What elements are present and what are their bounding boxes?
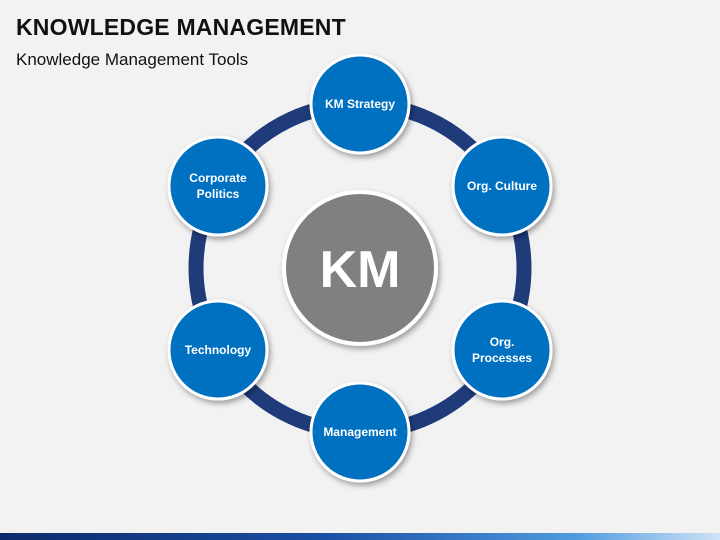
center-circle: KM <box>282 190 438 346</box>
node-circle <box>451 299 553 401</box>
node-label: Processes <box>472 351 532 365</box>
node-label: Technology <box>185 343 252 357</box>
bottom-accent-bar <box>0 533 720 540</box>
node-label: Management <box>323 425 396 439</box>
node-label: Org. Culture <box>467 179 537 193</box>
node-technology: Technology <box>167 299 269 401</box>
node-label: Org. <box>490 335 515 349</box>
node-label: Corporate <box>189 171 247 185</box>
node-label: KM Strategy <box>325 97 395 111</box>
node-circle <box>309 381 411 483</box>
page-subtitle: Knowledge Management Tools <box>16 50 249 69</box>
node-km-strategy: KM Strategy <box>309 53 411 155</box>
center-label: KM <box>320 241 401 299</box>
node-org-processes: Org. Processes <box>451 299 553 401</box>
node-management: Management <box>309 381 411 483</box>
node-circle <box>451 135 553 237</box>
node-circle <box>309 53 411 155</box>
node-circle <box>167 299 269 401</box>
node-label: Politics <box>197 187 240 201</box>
node-org-culture: Org. Culture <box>451 135 553 237</box>
node-circle <box>167 135 269 237</box>
page-title: KNOWLEDGE MANAGEMENT <box>16 14 346 40</box>
